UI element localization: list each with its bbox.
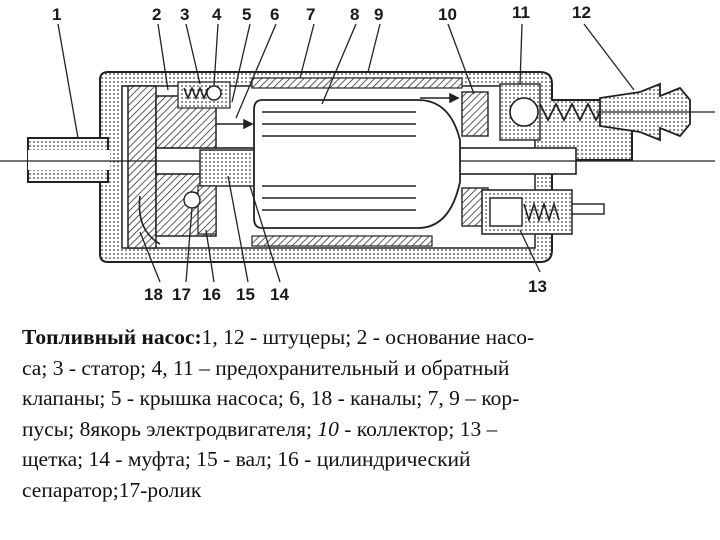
label-15: 15 xyxy=(236,285,255,304)
armature-windings xyxy=(262,111,416,211)
fuel-pump-diagram: 1 2 3 4 5 6 7 8 9 10 11 12 18 17 16 15 1… xyxy=(0,3,715,304)
coupling xyxy=(199,149,261,187)
label-13: 13 xyxy=(528,277,547,296)
brush-spring xyxy=(523,201,560,223)
housing-7-bottom xyxy=(251,235,433,247)
housing-7-top xyxy=(251,77,463,89)
caption-line-3: клапаны; 5 - крышка насоса; 6, 18 - кана… xyxy=(22,386,520,410)
leader-lines xyxy=(57,23,635,283)
inlet-channel xyxy=(28,150,110,170)
brush-terminal xyxy=(571,203,605,215)
label-12: 12 xyxy=(572,3,591,22)
safety-valve-spring xyxy=(183,85,209,101)
cylindrical-separator xyxy=(197,185,217,235)
check-valve-spring xyxy=(539,101,605,123)
stator xyxy=(177,81,231,109)
caption-line-2: са; 3 - статор; 4, 11 – предохранительны… xyxy=(22,355,510,380)
caption-seg-4c: - коллектор; 13 – xyxy=(338,416,498,441)
caption-line-6: сепаратор;17-ролик xyxy=(22,477,202,502)
label-2: 2 xyxy=(152,5,161,24)
armature xyxy=(253,99,461,229)
safety-valve-ball xyxy=(206,85,222,101)
label-10: 10 xyxy=(438,5,457,24)
caption-line-4: пусы; 8якорь электродвигателя; 10 - колл… xyxy=(22,414,698,445)
flow-arrows xyxy=(216,92,460,130)
channel-18 xyxy=(138,195,161,245)
label-6: 6 xyxy=(270,5,279,24)
caption: Топливный насос:1, 12 - штуцеры; 2 - осн… xyxy=(22,322,698,505)
label-4: 4 xyxy=(212,5,222,24)
label-14: 14 xyxy=(270,285,289,304)
label-8: 8 xyxy=(350,5,359,24)
label-7: 7 xyxy=(306,5,315,24)
pump-base xyxy=(127,85,157,249)
caption-title: Топливный насос: xyxy=(22,325,202,349)
label-18: 18 xyxy=(144,285,163,304)
caption-seg-4a: пусы; 8якорь электродвигателя; xyxy=(22,416,318,441)
caption-line-5: щетка; 14 - муфта; 15 - вал; 16 - цилинд… xyxy=(22,447,471,471)
label-5: 5 xyxy=(242,5,251,24)
caption-seg-1: 1, 12 - штуцеры; 2 - основание насо- xyxy=(201,325,535,349)
label-11: 11 xyxy=(512,3,530,22)
roller xyxy=(183,191,201,209)
label-16: 16 xyxy=(202,285,221,304)
label-17: 17 xyxy=(172,285,191,304)
label-9: 9 xyxy=(374,5,383,24)
label-3: 3 xyxy=(180,5,189,24)
caption-line-1: Топливный насос:1, 12 - штуцеры; 2 - осн… xyxy=(22,322,698,353)
caption-seg-4b: 10 xyxy=(317,416,339,441)
brush xyxy=(489,197,523,227)
collector xyxy=(461,91,489,137)
top-labels: 1 2 3 4 5 6 7 8 9 10 11 12 xyxy=(52,3,591,24)
label-1: 1 xyxy=(52,5,61,24)
check-valve-ball xyxy=(509,97,539,127)
bottom-labels: 18 17 16 15 14 13 xyxy=(144,277,547,304)
